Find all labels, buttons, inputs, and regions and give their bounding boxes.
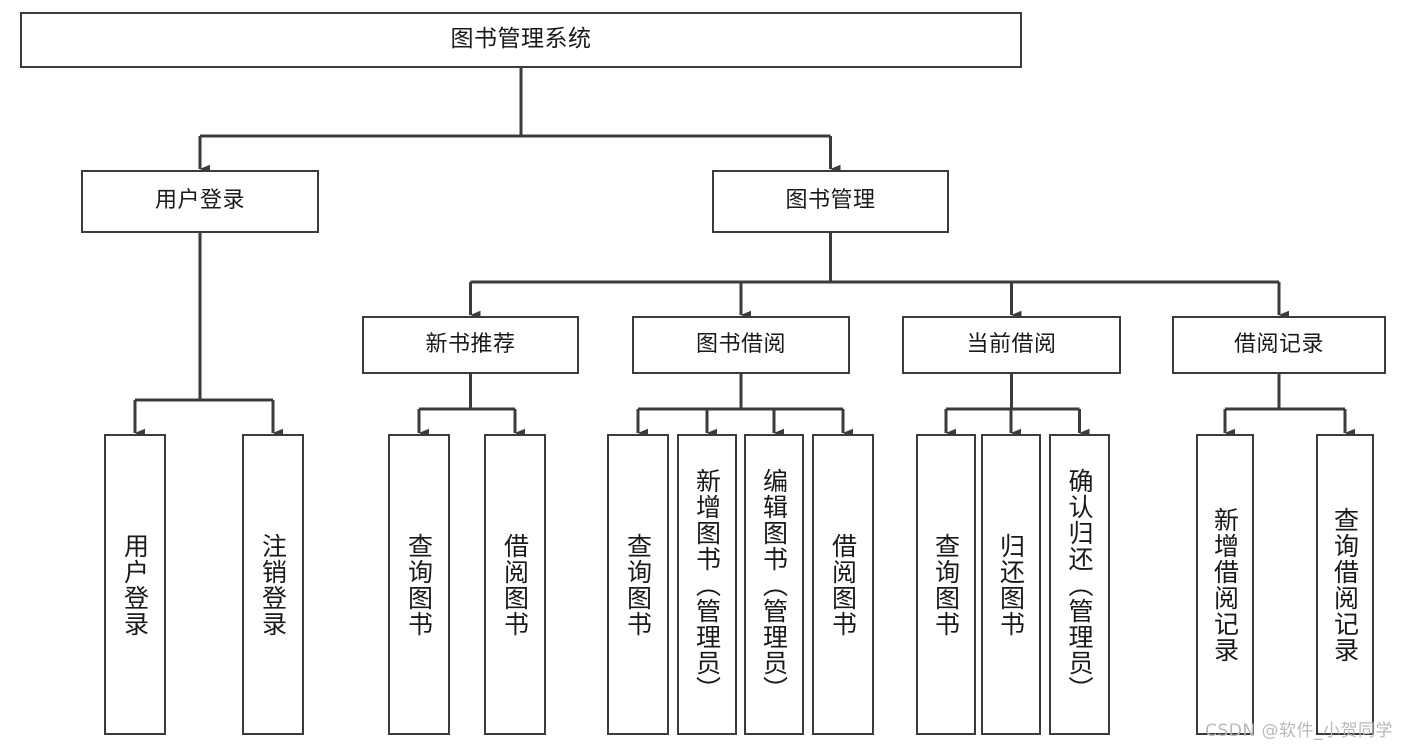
node-label: 图书借阅 [695, 331, 786, 357]
node-label: 借阅图书 [500, 532, 530, 637]
node-leaf-borrow-1[interactable]: 借阅图书 [484, 434, 546, 735]
node-label: 确认归还（管理员） [1065, 467, 1094, 702]
node-label: 查询图书 [931, 532, 961, 637]
node-label: 用户登录 [154, 188, 245, 214]
node-leaf-edit-book[interactable]: 编辑图书（管理员） [744, 434, 804, 735]
node-label: 用户登录 [120, 532, 150, 637]
node-leaf-query-1[interactable]: 查询图书 [388, 434, 450, 735]
node-user-login[interactable]: 用户登录 [81, 170, 319, 233]
node-leaf-add-rec[interactable]: 新增借阅记录 [1196, 434, 1254, 735]
node-label: 归还图书 [996, 532, 1026, 637]
node-book-borrow[interactable]: 图书借阅 [632, 316, 850, 374]
node-label: 注销登录 [258, 532, 288, 637]
edge-layer [133, 68, 1356, 438]
node-book-manage[interactable]: 图书管理 [712, 170, 949, 233]
node-label: 查询图书 [404, 532, 434, 637]
node-leaf-query-2[interactable]: 查询图书 [607, 434, 669, 735]
node-leaf-add-book[interactable]: 新增图书（管理员） [677, 434, 737, 735]
node-borrow-record[interactable]: 借阅记录 [1172, 316, 1386, 374]
node-label: 查询借阅记录 [1330, 506, 1360, 663]
watermark-label: CSDN @软件_小贺同学 [1205, 721, 1393, 741]
node-label: 图书管理 [785, 188, 876, 214]
node-label: 图书管理系统 [450, 26, 592, 53]
node-leaf-logout[interactable]: 注销登录 [242, 434, 304, 735]
node-leaf-return[interactable]: 归还图书 [981, 434, 1041, 735]
node-leaf-query-rec[interactable]: 查询借阅记录 [1316, 434, 1374, 735]
node-label: 查询图书 [623, 532, 653, 637]
node-new-book-rec[interactable]: 新书推荐 [362, 316, 579, 374]
node-label: 新书推荐 [425, 331, 516, 357]
node-leaf-query-3[interactable]: 查询图书 [916, 434, 976, 735]
node-label: 编辑图书（管理员） [759, 467, 789, 702]
node-leaf-borrow-2[interactable]: 借阅图书 [812, 434, 874, 735]
node-label: 新增借阅记录 [1210, 506, 1240, 663]
node-leaf-user-login[interactable]: 用户登录 [104, 434, 166, 735]
node-label: 当前借阅 [966, 331, 1057, 357]
node-label: 新增图书（管理员） [692, 467, 722, 702]
node-leaf-confirm[interactable]: 确认归还（管理员） [1049, 434, 1110, 735]
node-current-borrow[interactable]: 当前借阅 [902, 316, 1121, 374]
node-label: 借阅记录 [1233, 331, 1324, 357]
node-label: 借阅图书 [828, 532, 858, 637]
node-root[interactable]: 图书管理系统 [20, 12, 1022, 68]
